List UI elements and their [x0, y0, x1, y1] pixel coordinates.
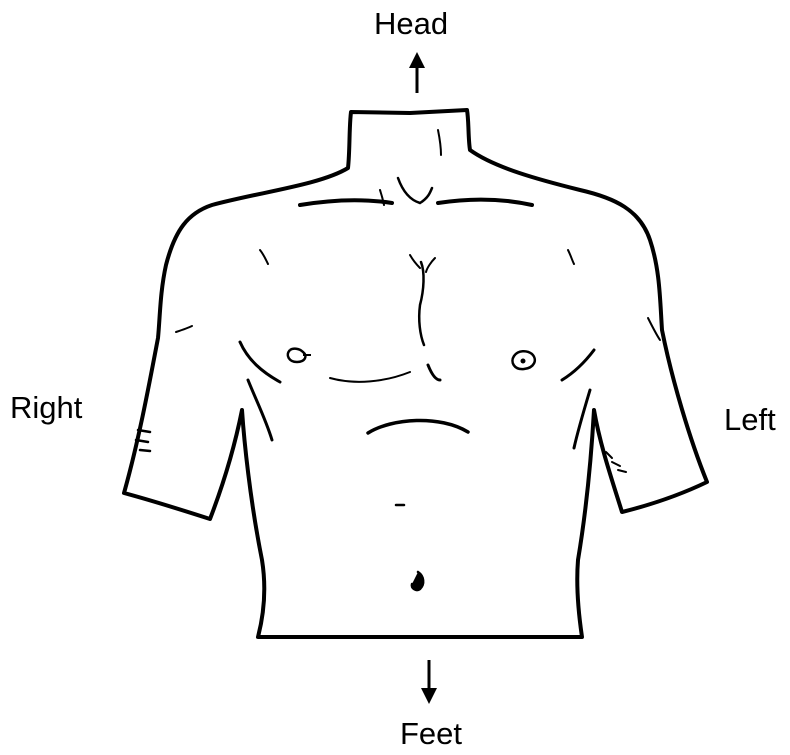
- deltoid-mark-right: [260, 250, 268, 264]
- pectoral-right: [330, 372, 410, 382]
- neck-muscle-left: [438, 130, 441, 155]
- nipple-right: [288, 349, 311, 362]
- neck-notch: [398, 178, 432, 203]
- rib-cage-arc: [368, 420, 468, 433]
- nipple-left: [512, 351, 534, 369]
- deltoid-mark-left: [568, 250, 574, 264]
- feet-arrow: [421, 660, 437, 704]
- arm-crease-right: [176, 326, 192, 332]
- lat-line-right: [240, 342, 280, 440]
- arm-crease-left: [648, 318, 660, 340]
- navel: [412, 572, 423, 590]
- lat-line-left: [562, 350, 594, 448]
- clavicle-line-left: [438, 199, 532, 205]
- pectoral-left: [428, 365, 440, 380]
- clavicle-line-right: [300, 200, 392, 205]
- sternum-line: [419, 262, 424, 345]
- torso-outline: [124, 110, 707, 637]
- head-arrow: [409, 52, 425, 93]
